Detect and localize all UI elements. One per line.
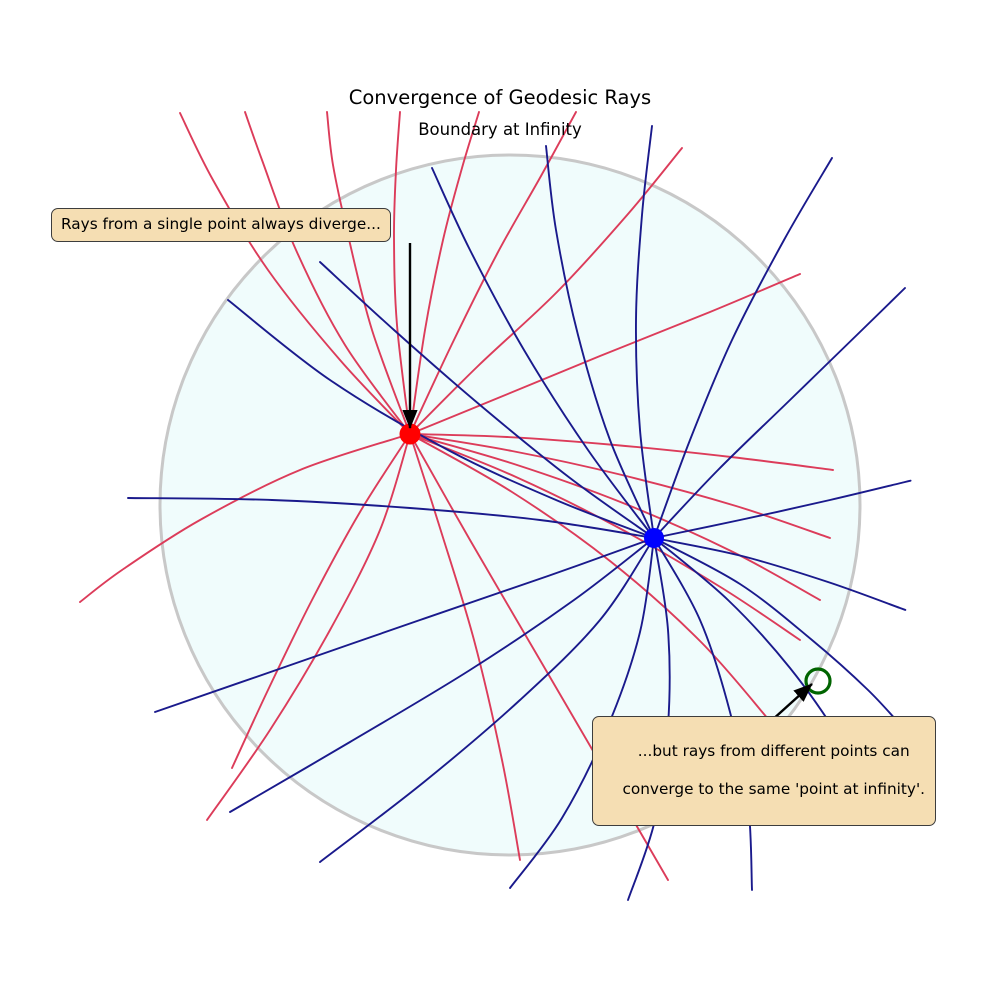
rays-from-red-point-8	[409, 433, 834, 471]
rays-from-blue-point-5	[635, 125, 655, 539]
rays-from-blue-point-6	[653, 157, 833, 539]
rays-from-blue-point-10	[653, 537, 906, 731]
geodesic-rays-layer	[79, 111, 912, 901]
rays-from-blue-point-12	[653, 537, 753, 891]
rays-from-blue-point-15	[319, 537, 655, 863]
annotation-converge-line2: converge to the same 'point at infinity'…	[622, 780, 926, 798]
rays-from-blue-point-0	[127, 497, 655, 539]
rays-from-red-point-12	[409, 433, 770, 721]
rays-from-red-point-5	[409, 111, 577, 435]
rays-from-red-point-11	[409, 433, 801, 641]
rays-from-blue-point-9	[653, 537, 907, 611]
rays-from-blue-point-3	[431, 167, 655, 539]
annotation-converge: ...but rays from different points can co…	[592, 716, 937, 826]
rays-from-blue-point-16	[229, 537, 655, 813]
rays-from-blue-point-7	[653, 287, 906, 539]
rays-from-blue-point-17	[154, 537, 655, 713]
rays-from-red-point-15	[231, 433, 411, 769]
annotation-diverge: Rays from a single point always diverge.…	[51, 208, 391, 242]
rays-from-red-point-1	[244, 111, 411, 435]
rays-from-blue-point-8	[653, 479, 912, 539]
rays-from-red-point-16	[409, 433, 521, 861]
rays-from-red-point-3	[393, 111, 411, 435]
page-title: Convergence of Geodesic Rays	[348, 86, 652, 109]
subtitle: Boundary at Infinity	[418, 120, 582, 139]
rays-from-blue-point-2	[319, 261, 655, 539]
annotation-converge-line1: ...but rays from different points can	[637, 742, 910, 760]
rays-from-red-point-2	[326, 111, 411, 435]
rays-from-red-point-10	[409, 433, 821, 601]
rays-from-red-point-7	[409, 273, 801, 435]
rays-from-red-point-4	[409, 111, 480, 435]
point-at-infinity	[804, 667, 832, 695]
blue-basepoint	[644, 528, 664, 548]
rays-from-blue-point-1	[227, 299, 655, 539]
rays-from-blue-point-4	[545, 145, 655, 539]
rays-from-red-point-14	[79, 433, 411, 603]
rays-from-red-point-0	[179, 112, 411, 435]
rays-from-red-point-13	[206, 433, 411, 821]
